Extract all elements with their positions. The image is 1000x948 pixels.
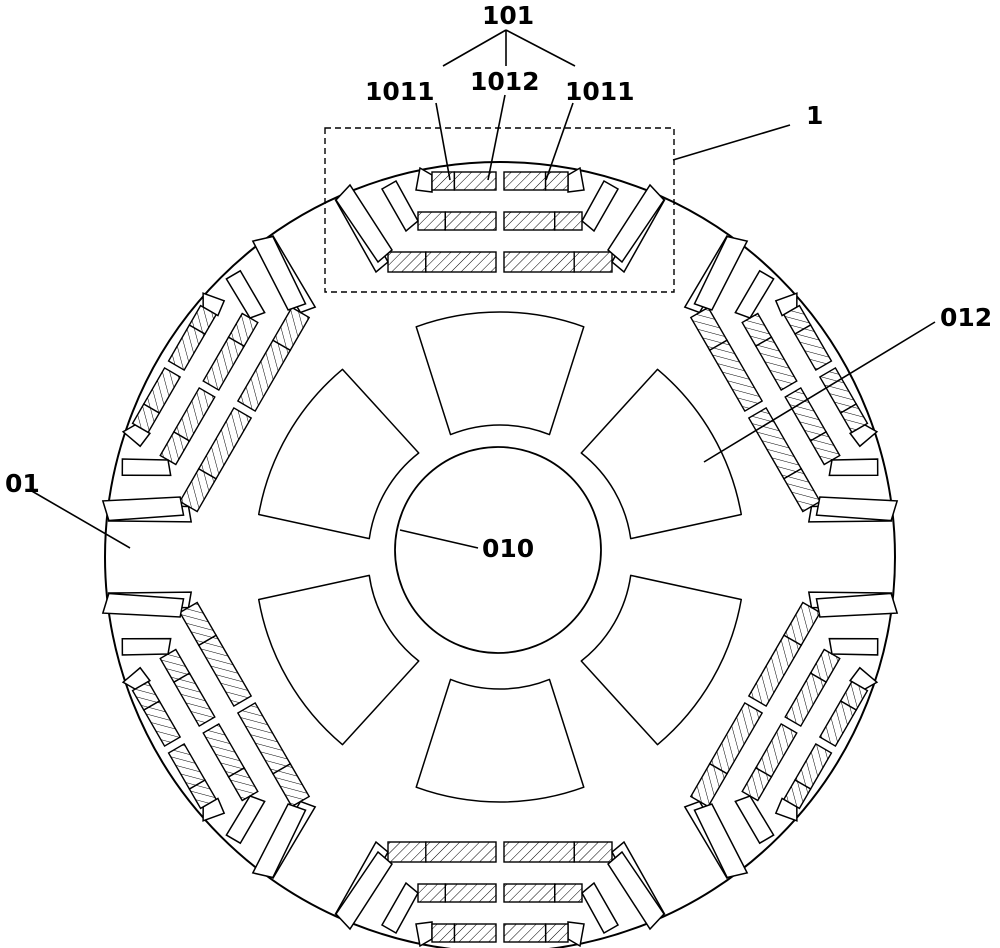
flux-barrier xyxy=(101,592,185,618)
label-magnetic-pole: 1 xyxy=(806,101,823,130)
flux-barrier xyxy=(693,803,749,879)
middle-magnet xyxy=(503,923,547,943)
middle-magnet xyxy=(503,171,547,191)
middle-magnet xyxy=(172,387,216,442)
flux-barrier xyxy=(607,850,665,931)
middle-magnet xyxy=(167,743,206,790)
middle-magnet xyxy=(236,702,292,775)
magnet-pole xyxy=(101,235,317,523)
flux-barrier xyxy=(225,269,266,319)
middle-magnet xyxy=(503,211,556,231)
edge-magnet xyxy=(387,251,427,273)
flux-barrier xyxy=(251,235,307,311)
leader-lines xyxy=(29,29,936,549)
flux-barrier xyxy=(581,881,620,935)
middle-magnet xyxy=(784,672,828,727)
label-permanent-magnet-group: 101 xyxy=(482,1,534,30)
middle-magnet xyxy=(453,923,497,943)
edge-magnet xyxy=(431,923,456,943)
edge-magnet xyxy=(544,171,569,191)
middle-magnet xyxy=(503,251,575,273)
flux-barrier xyxy=(251,803,307,879)
middle-magnet xyxy=(794,324,833,371)
flux-barrier xyxy=(335,850,393,931)
middle-magnet xyxy=(202,723,246,778)
flux-barrier xyxy=(380,179,419,233)
flux-barrier xyxy=(815,496,899,522)
edge-magnet xyxy=(387,841,427,863)
label-edge-magnet-left: 1011 xyxy=(365,77,435,106)
edge-magnet xyxy=(573,251,613,273)
middle-magnet xyxy=(197,407,253,480)
flux-barrier xyxy=(225,795,266,845)
magnet-poles xyxy=(101,166,899,948)
lightening-hole xyxy=(257,574,420,746)
label-middle-magnet: 1012 xyxy=(470,67,540,96)
label-edge-magnet-right: 1011 xyxy=(565,77,635,106)
edge-magnet xyxy=(131,680,161,711)
flux-barrier xyxy=(734,795,775,845)
edge-magnet xyxy=(417,883,446,903)
lightening-hole xyxy=(415,311,585,436)
flux-barrier xyxy=(581,179,620,233)
lightening-holes xyxy=(257,311,743,803)
middle-magnet xyxy=(425,841,497,863)
middle-magnet xyxy=(444,211,497,231)
flux-barrier xyxy=(335,183,393,264)
lightening-hole xyxy=(257,368,420,540)
edge-magnet xyxy=(544,923,569,943)
middle-magnet xyxy=(708,339,764,412)
magnet-pole xyxy=(101,591,317,879)
magnet-pole xyxy=(334,840,666,948)
label-rotor-core: 01 xyxy=(5,469,40,498)
lightening-hole xyxy=(580,368,743,540)
lightening-hole xyxy=(580,574,743,746)
edge-magnet xyxy=(839,403,869,434)
edge-magnet xyxy=(554,211,583,231)
flux-barrier xyxy=(734,269,775,319)
flux-barrier xyxy=(828,637,879,656)
middle-magnet xyxy=(818,700,858,747)
middle-magnet xyxy=(425,251,497,273)
middle-magnet xyxy=(503,841,575,863)
edge-magnet xyxy=(782,779,812,810)
flux-barrier xyxy=(101,496,185,522)
edge-magnet xyxy=(417,211,446,231)
flux-barrier xyxy=(607,183,665,264)
pole-detail-box xyxy=(324,127,675,293)
edge-magnet xyxy=(554,883,583,903)
middle-magnet xyxy=(142,367,182,414)
middle-magnet xyxy=(754,336,798,391)
middle-magnet xyxy=(444,883,497,903)
label-shaft-hole: 010 xyxy=(482,534,534,563)
shaft-hole xyxy=(394,446,602,654)
flux-barrier xyxy=(815,592,899,618)
middle-magnet xyxy=(503,883,556,903)
label-lightening-hole: 012 xyxy=(940,303,992,332)
flux-barrier xyxy=(121,458,172,477)
lightening-hole xyxy=(415,678,585,803)
flux-barrier xyxy=(828,458,879,477)
magnet-pole xyxy=(683,591,899,879)
middle-magnet xyxy=(453,171,497,191)
flux-barrier xyxy=(380,881,419,935)
edge-magnet xyxy=(573,841,613,863)
flux-barrier xyxy=(121,637,172,656)
edge-magnet xyxy=(188,304,218,335)
edge-magnet xyxy=(431,171,456,191)
middle-magnet xyxy=(747,634,803,707)
magnet-pole xyxy=(334,166,666,274)
magnet-pole xyxy=(683,235,899,523)
flux-barrier xyxy=(693,235,749,311)
